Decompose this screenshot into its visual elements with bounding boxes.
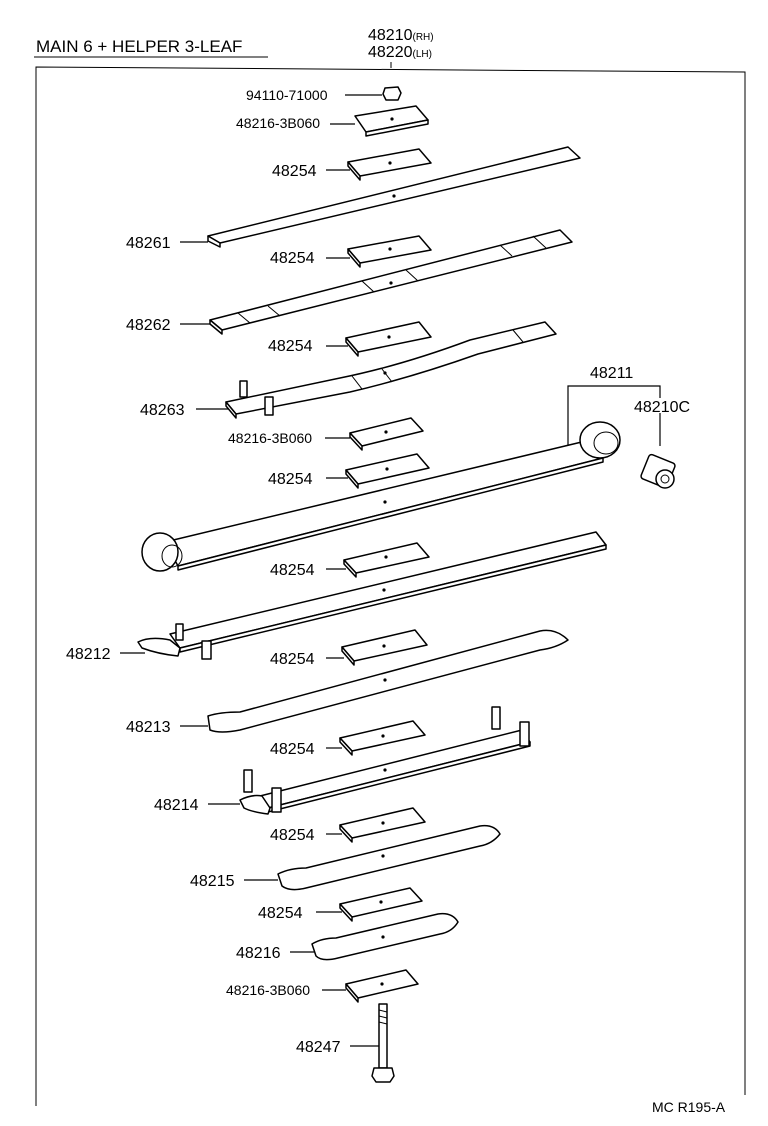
pad-4-part xyxy=(345,453,430,489)
diagram-frame xyxy=(35,66,746,1106)
leaf-48262-part xyxy=(209,229,573,335)
label-pad-6: 48254 xyxy=(270,651,315,668)
label-pad-2: 48254 xyxy=(270,250,315,267)
footer-code: MC R195-A xyxy=(652,1099,726,1115)
pad-9-part xyxy=(339,887,423,922)
leaf-48214-part xyxy=(239,706,531,815)
pad-8-part xyxy=(339,807,426,843)
label-leaf-48262: 48262 xyxy=(126,317,171,334)
label-leaf-48215: 48215 xyxy=(190,873,235,890)
label-pad-3: 48254 xyxy=(268,338,313,355)
label-leaf-48213: 48213 xyxy=(126,719,171,736)
pad-5-part xyxy=(343,542,430,578)
leaf-48213-part xyxy=(207,629,569,733)
main-leaf-48211-part xyxy=(141,421,621,572)
label-leaf-48212: 48212 xyxy=(66,646,111,663)
label-nut: 94110-71000 xyxy=(246,87,328,103)
label-spacer-bottom: 48216-3B060 xyxy=(226,982,310,998)
label-leaf-48216: 48216 xyxy=(236,945,281,962)
label-spacer-top: 48216-3B060 xyxy=(236,115,320,131)
bushing-part xyxy=(640,453,676,489)
label-bushing: 48210C xyxy=(634,399,690,416)
label-leaf-48261: 48261 xyxy=(126,235,171,252)
label-pad-8: 48254 xyxy=(270,827,315,844)
label-main-leaf: 48211 xyxy=(590,365,633,382)
leaf-48216-part xyxy=(311,912,459,961)
label-pad-9: 48254 xyxy=(258,905,303,922)
leaf-48215-part xyxy=(277,824,501,891)
label-leaf-48214: 48214 xyxy=(154,797,199,814)
center-bolt-part xyxy=(371,1003,395,1083)
label-spacer-mid: 48216-3B060 xyxy=(228,430,312,446)
diagram-title: MAIN 6 + HELPER 3-LEAF xyxy=(36,37,242,56)
label-center-bolt: 48247 xyxy=(296,1039,341,1056)
leader-main-leaf xyxy=(567,385,661,445)
label-pad-1: 48254 xyxy=(272,163,317,180)
label-leaf-48263: 48263 xyxy=(140,402,185,419)
pad-7-part xyxy=(339,720,426,756)
nut-part xyxy=(382,86,402,101)
label-pad-4: 48254 xyxy=(268,471,313,488)
pad-6-part xyxy=(341,629,428,666)
leaf-48263-part xyxy=(225,321,557,419)
leaf-48261-part xyxy=(207,146,581,248)
label-pad-5: 48254 xyxy=(270,562,315,579)
assembly-lh-label: 48220(LH) xyxy=(368,44,432,61)
assembly-rh-label: 48210(RH) xyxy=(368,27,434,44)
pad-3-part xyxy=(345,321,432,357)
pad-1-part xyxy=(347,148,432,181)
label-pad-7: 48254 xyxy=(270,741,315,758)
spacer-mid-part xyxy=(349,417,424,451)
spacer-top-part xyxy=(354,105,429,137)
pad-2-part xyxy=(347,235,432,268)
spacer-bottom-part xyxy=(345,969,419,1003)
leaf-48212-part xyxy=(137,531,607,660)
